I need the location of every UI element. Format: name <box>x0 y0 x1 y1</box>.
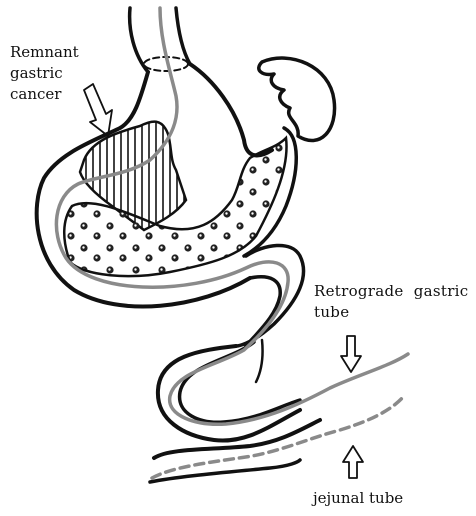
retrograde-gastric-tube-label: Retrograde gastric tube <box>314 281 468 323</box>
retrograde-arrow <box>341 336 361 372</box>
remnant-label-line-1: Remnant <box>10 42 79 63</box>
jejunal-tube-label: jejunal tube <box>313 488 403 509</box>
remnant-label-line-3: cancer <box>10 84 79 105</box>
retrograde-label-line-1: Retrograde gastric <box>314 281 468 302</box>
jejunal-arrow <box>343 446 363 478</box>
remnant-label-line-2: gastric <box>10 63 79 84</box>
retrograde-label-line-2: tube <box>314 302 468 323</box>
remnant-cancer-arrow <box>84 84 112 136</box>
spleen <box>259 58 335 141</box>
remnant-gastric-cancer-label: Remnant gastric cancer <box>10 42 79 105</box>
